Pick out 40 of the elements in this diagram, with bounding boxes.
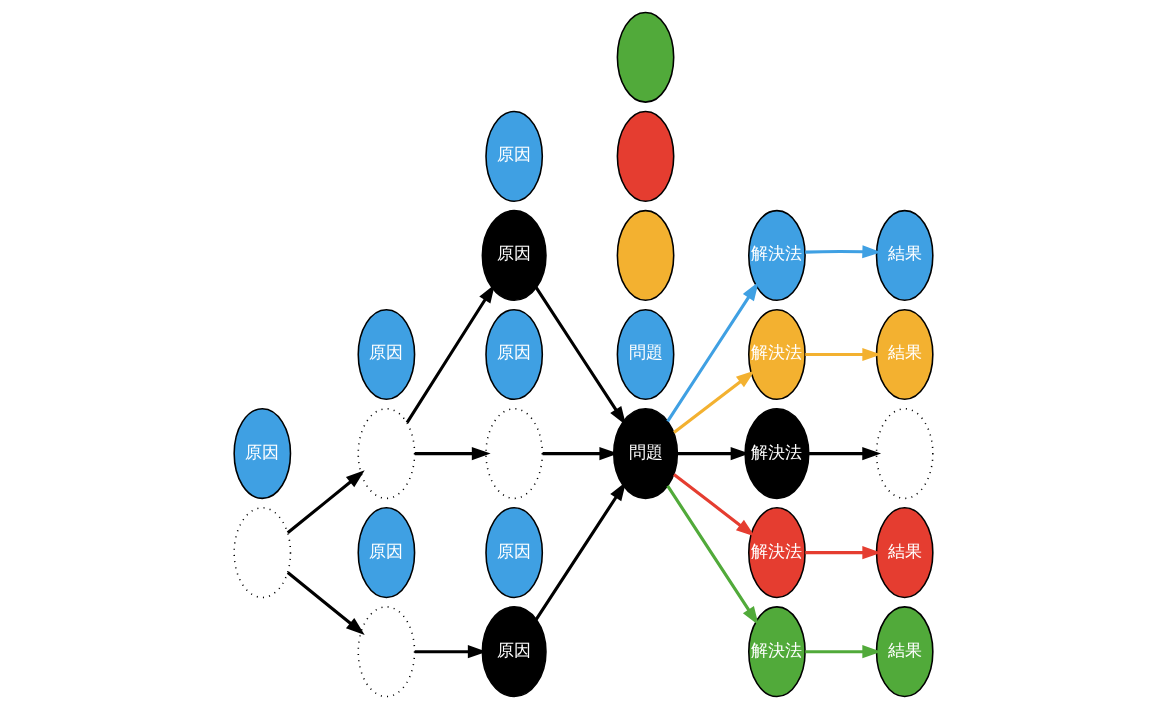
node-ellipse: 結果 (875, 606, 934, 698)
arrow (286, 571, 365, 635)
node-ellipse: 原因 (481, 209, 547, 302)
node-ellipse: 原因 (484, 507, 543, 599)
arrow (804, 645, 881, 659)
node-ellipse: 問題 (612, 407, 678, 500)
node-ellipse: 解決法 (747, 308, 806, 401)
arrow (804, 347, 881, 362)
arrow (672, 473, 755, 537)
node-ellipse: 原因 (484, 308, 543, 401)
arrow (804, 245, 881, 259)
arrow (808, 446, 881, 461)
node-ellipse (484, 407, 543, 500)
arrow (405, 284, 495, 424)
node-ellipse: 解決法 (747, 606, 806, 698)
node-ellipse: 原因 (481, 606, 547, 698)
arrow (672, 370, 755, 434)
node-ellipse (232, 507, 291, 599)
node-ellipse (616, 11, 674, 103)
node-ellipse: 原因 (357, 308, 415, 401)
node-ellipse: 原因 (484, 110, 543, 202)
node-ellipse: 原因 (232, 407, 291, 500)
arrow (665, 281, 759, 423)
node-ellipse (875, 407, 934, 500)
node-ellipse: 解決法 (747, 209, 806, 302)
node-ellipse (357, 407, 415, 500)
arrow (804, 546, 881, 560)
node-ellipse: 結果 (875, 507, 934, 599)
node-ellipse (357, 606, 415, 698)
arrow (665, 485, 759, 626)
node-ellipse (616, 209, 674, 302)
arrow (414, 446, 491, 461)
node-ellipse: 結果 (875, 209, 934, 302)
node-ellipse: 原因 (357, 507, 415, 599)
node-ellipse: 解決法 (743, 407, 809, 500)
node-ellipse: 問題 (616, 308, 674, 401)
node-ellipse (616, 110, 674, 202)
node-ellipse: 解決法 (747, 507, 806, 599)
node-ellipse: 結果 (875, 308, 934, 401)
arrow (286, 470, 365, 535)
